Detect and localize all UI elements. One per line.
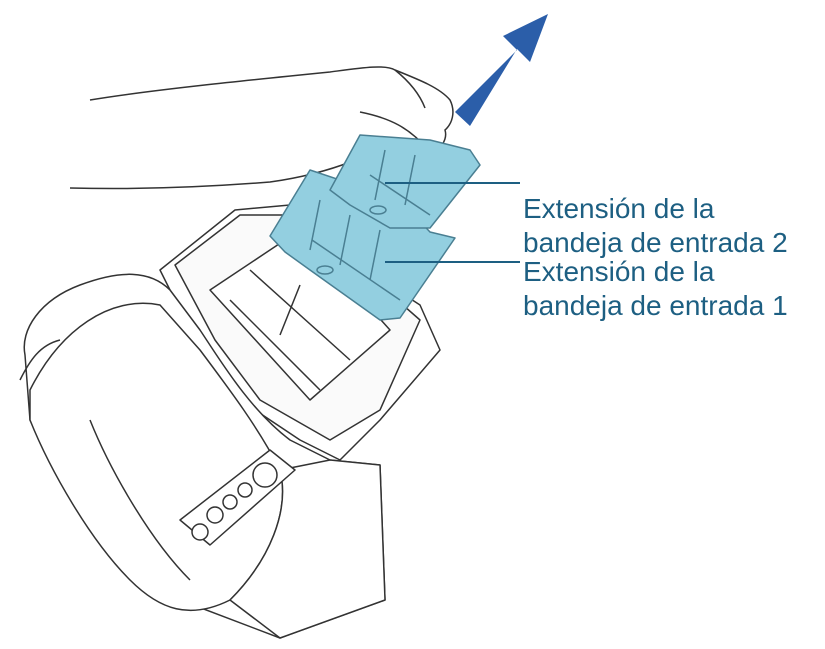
callout-label-extension-2-line1: Extensión de la — [523, 193, 715, 224]
callout-label-extension-2-line2: bandeja de entrada 2 — [523, 227, 788, 258]
scanner-body — [19, 204, 441, 639]
tray-extension-2 — [329, 134, 481, 229]
callout-label-extension-1-line2: bandeja de entrada 1 — [523, 290, 788, 321]
arrow-up-right-icon — [455, 14, 548, 126]
callout-label-extension-1: Extensión de la bandeja de entrada 1 — [523, 255, 788, 323]
callout-label-extension-1-line1: Extensión de la — [523, 256, 715, 287]
callout-label-extension-2: Extensión de la bandeja de entrada 2 — [523, 192, 788, 260]
leader-lines — [385, 182, 520, 263]
